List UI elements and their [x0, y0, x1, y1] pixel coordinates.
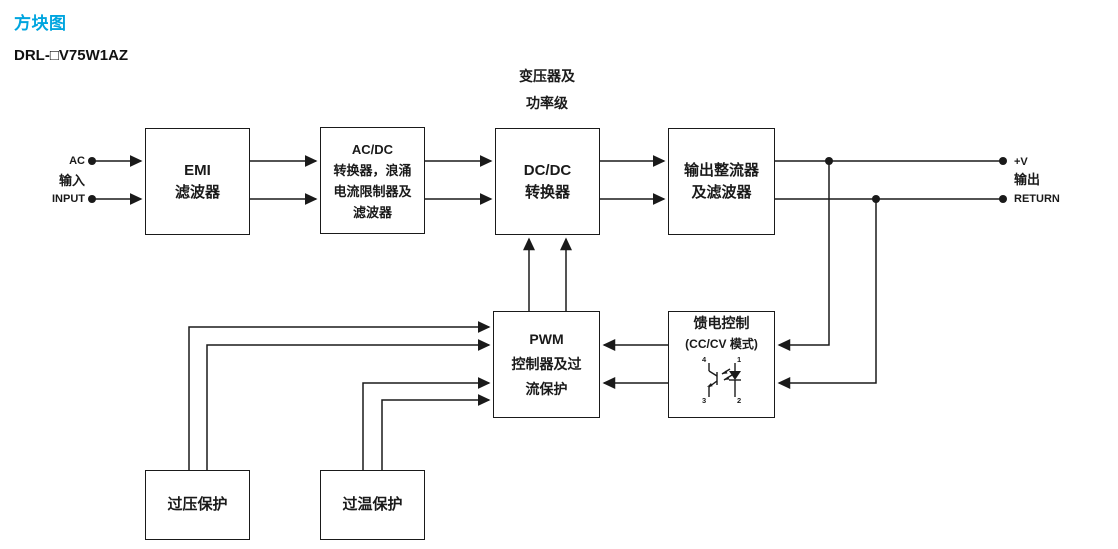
- block-pwm-line3: 流保护: [525, 381, 568, 397]
- block-pwm-line1: PWM: [529, 331, 564, 347]
- terminal-dot-ac: [88, 157, 96, 165]
- block-otp-label: 过温保护: [342, 496, 403, 513]
- input-label-cjk: 输入: [58, 173, 85, 188]
- block-emi-line1: EMI: [184, 161, 211, 179]
- opto-pin-1: 1: [737, 355, 741, 364]
- wire-ovp-pwm-1: [188, 321, 491, 470]
- input-label-input: INPUT: [52, 193, 85, 205]
- block-emi-line2: 滤波器: [174, 183, 220, 201]
- wires: [92, 155, 1003, 470]
- block-dcdc-line1: DC/DC: [523, 161, 572, 179]
- block-overvoltage-protection: 过压保护: [145, 470, 250, 540]
- block-dcdc-line2: 转换器: [524, 183, 570, 201]
- transformer-note-line1: 变压器及: [519, 68, 575, 84]
- block-dcdc-converter: DC/DC 转换器: [495, 128, 600, 235]
- opto-pin-4: 4: [702, 355, 707, 364]
- block-acdc-line1: AC/DC: [351, 141, 394, 157]
- input-label-ac: AC: [69, 155, 85, 167]
- block-acdc-line3: 电流限制器及: [333, 183, 412, 199]
- block-pwm-controller: PWM 控制器及过 流保护: [493, 311, 600, 418]
- junction-dot-bottom: [872, 195, 880, 203]
- model-number: DRL-□V75W1AZ: [14, 47, 129, 64]
- terminal-dot-v: [999, 157, 1007, 165]
- output-label-cjk: 输出: [1014, 172, 1041, 187]
- output-label-return: RETURN: [1014, 193, 1060, 205]
- wire-otp-pwm-1: [362, 377, 491, 470]
- wire-feedback-tap-v: [777, 161, 830, 351]
- opto-pin-3: 3: [702, 396, 706, 405]
- terminal-dot-return: [999, 195, 1007, 203]
- terminal-dot-input: [88, 195, 96, 203]
- transformer-note-line2: 功率级: [526, 95, 568, 111]
- block-rectifier-line2: 及滤波器: [691, 183, 752, 201]
- feedback-title: 馈电控制: [693, 315, 750, 331]
- block-rectifier-line1: 输出整流器: [683, 161, 759, 179]
- block-emi-filter: EMI 滤波器: [145, 128, 250, 235]
- block-output-rectifier: 输出整流器 及滤波器: [668, 128, 775, 235]
- block-acdc-line2: 转换器，浪涌: [333, 162, 412, 178]
- optocoupler-icon: 4 1 3 2: [702, 355, 741, 405]
- wire-feedback-tap-return: [777, 199, 877, 389]
- block-feedback-control: 馈电控制 (CC/CV 模式): [668, 311, 775, 418]
- block-acdc-converter: AC/DC 转换器，浪涌 电流限制器及 滤波器: [320, 127, 425, 234]
- junction-dots: [88, 157, 1007, 203]
- wire-otp-pwm-2: [381, 394, 491, 470]
- block-ovp-label: 过压保护: [167, 496, 228, 513]
- output-label-v: +V: [1014, 156, 1028, 168]
- block-overtemperature-protection: 过温保护: [320, 470, 425, 540]
- junction-dot-top: [825, 157, 833, 165]
- page-title: 方块图: [14, 14, 67, 33]
- feedback-subtitle: (CC/CV 模式): [685, 337, 758, 351]
- wire-ovp-pwm-2: [206, 339, 491, 470]
- block-pwm-line2: 控制器及过: [511, 356, 582, 372]
- block-acdc-line4: 滤波器: [352, 204, 392, 220]
- opto-pin-2: 2: [737, 396, 741, 405]
